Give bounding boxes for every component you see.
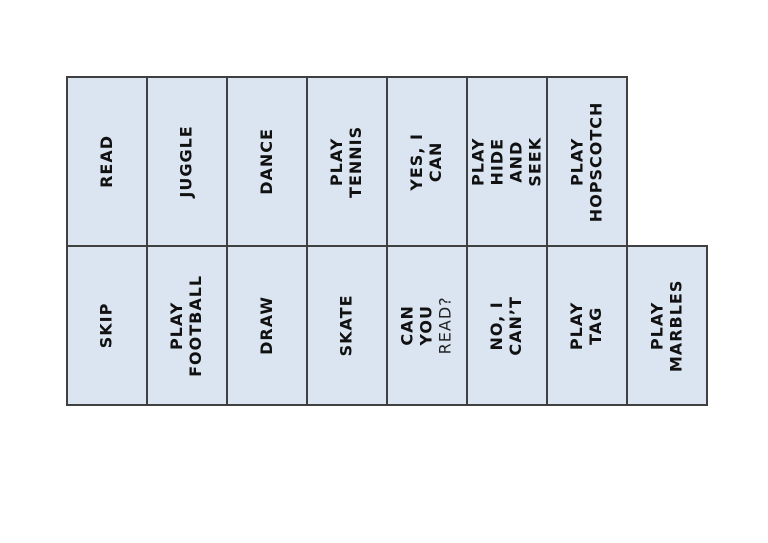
cell-label-can-you: CAN YOU <box>397 305 436 346</box>
cell-label-yes-i-can: YES, I CAN <box>407 132 445 191</box>
cell-label-play-marbles: PLAY MARBLES <box>647 279 685 372</box>
cell-no-i-cant: NO, I CAN’T <box>468 247 546 404</box>
cell-label-play-hopscotch: PLAY HOPSCOTCH <box>567 101 606 222</box>
cell-label-play-tennis: PLAY TENNIS <box>327 125 365 198</box>
cell-label-skate: SKATE <box>336 294 356 357</box>
cell-play-marbles: PLAY MARBLES <box>628 247 706 404</box>
card-row-top: READ JUGGLE DANCE PLAY TENNIS YES, I CAN… <box>66 76 628 247</box>
cell-draw: DRAW <box>228 247 306 404</box>
cell-label-play-hide-and-seek: PLAY HIDE AND SEEK <box>468 136 544 187</box>
cell-read: READ <box>68 78 146 245</box>
cell-play-hopscotch: PLAY HOPSCOTCH <box>548 78 626 245</box>
cell-play-football: PLAY FOOTBALL <box>148 247 226 404</box>
cell-label-play-football: PLAY FOOTBALL <box>167 274 206 377</box>
cell-label-play-tag: PLAY TAG <box>567 301 605 350</box>
cell-label-read: READ <box>96 135 116 188</box>
cell-sublabel-read-question: READ? <box>435 296 455 355</box>
cell-skate: SKATE <box>308 247 386 404</box>
cell-yes-i-can: YES, I CAN <box>388 78 466 245</box>
cell-label-juggle: JUGGLE <box>176 125 196 198</box>
cell-juggle: JUGGLE <box>148 78 226 245</box>
cell-label-skip: SKIP <box>96 302 116 349</box>
flashcard-worksheet: READ JUGGLE DANCE PLAY TENNIS YES, I CAN… <box>66 76 708 406</box>
cell-skip: SKIP <box>68 247 146 404</box>
cell-play-tag: PLAY TAG <box>548 247 626 404</box>
cell-label-dance: DANCE <box>256 128 276 195</box>
cell-play-tennis: PLAY TENNIS <box>308 78 386 245</box>
cell-label-draw: DRAW <box>256 296 276 355</box>
cell-dance: DANCE <box>228 78 306 245</box>
cell-play-hide-and-seek: PLAY HIDE AND SEEK <box>468 78 546 245</box>
cell-label-no-i-cant: NO, I CAN’T <box>487 295 525 356</box>
